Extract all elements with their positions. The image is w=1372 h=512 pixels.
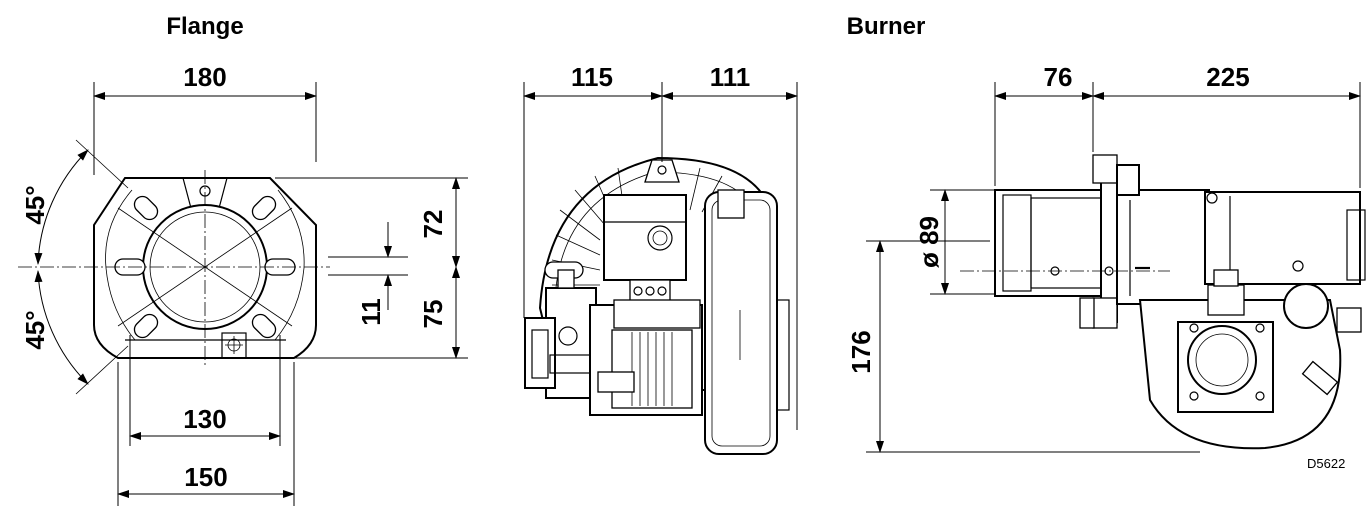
burner-side-view: 115 111 (523, 62, 798, 455)
burner-front-view: 76 225 ø 89 176 D5622 (846, 62, 1366, 471)
dim-tube-diameter: ø 89 (914, 216, 944, 268)
burner-title: Burner (847, 13, 926, 40)
dim-offset: 11 (356, 298, 386, 326)
flange-title: Flange (166, 13, 243, 40)
flange-view: 180 45° 45° 130 150 11 72 75 (18, 62, 468, 506)
drawing-code: D5622 (1307, 456, 1345, 471)
dim-side-right: 111 (710, 62, 751, 92)
dim-flange-width: 180 (183, 62, 226, 92)
dim-base-width: 150 (184, 462, 227, 492)
dim-axis-height: 176 (846, 330, 876, 373)
angle-lower: 45° (20, 310, 50, 349)
dim-side-left: 115 (571, 62, 613, 92)
dim-body-length: 225 (1206, 62, 1249, 92)
dim-height-top: 72 (418, 210, 448, 239)
dim-hole-spacing: 130 (183, 404, 226, 434)
dim-height-bottom: 75 (418, 300, 448, 329)
dim-tube-length: 76 (1044, 62, 1073, 92)
angle-upper: 45° (20, 185, 50, 224)
